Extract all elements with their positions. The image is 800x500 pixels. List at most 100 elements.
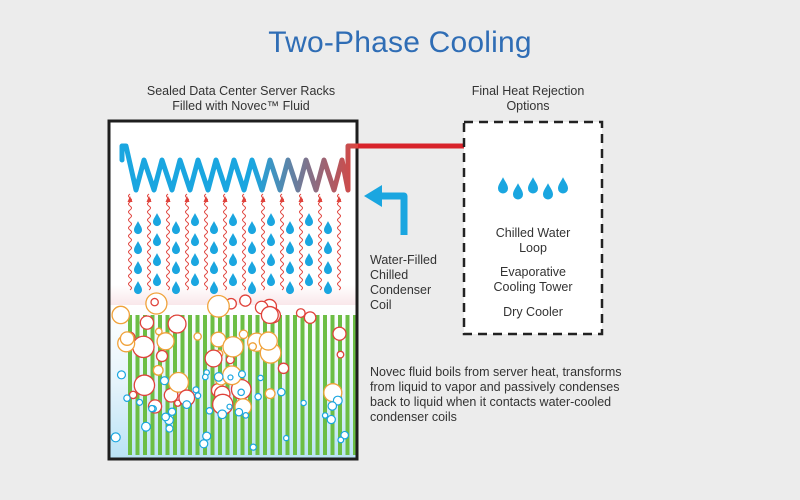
vapor-bubble — [111, 305, 131, 325]
rejection-caption-line1: Final Heat Rejection — [471, 84, 585, 98]
server-board-stripe — [203, 315, 207, 455]
tank-caption: Sealed Data Center Server Racks Filled w… — [110, 84, 372, 114]
liquid-bubble — [159, 376, 170, 386]
liquid-bubble — [201, 373, 209, 381]
vapor-bubble — [119, 331, 135, 346]
vapor-bubble — [150, 297, 159, 307]
server-board-stripe — [278, 315, 282, 455]
liquid-bubble — [110, 432, 121, 443]
diagram-title: Two-Phase Cooling — [268, 26, 532, 59]
vapor-bubble — [154, 327, 163, 336]
vapor-bubble — [238, 329, 249, 340]
liquid-bubble — [148, 404, 156, 413]
vapor-bubble — [295, 308, 306, 318]
server-board-stripe — [285, 315, 290, 455]
chilled-water-arrow — [364, 185, 408, 235]
vapor-bubbles — [110, 292, 350, 451]
heat-wave-tip — [298, 196, 304, 202]
heat-wave-tip — [317, 196, 323, 202]
coil-label: Water-Filled Chilled Condenser Coil — [370, 253, 460, 313]
vapor-bubble — [332, 326, 347, 341]
vapor-bubble — [193, 332, 202, 341]
vapor-bubble — [168, 371, 190, 393]
heat-wave-tip — [146, 196, 152, 202]
liquid-bubble — [182, 400, 192, 410]
heat-wave — [128, 193, 132, 291]
liquid-bubble — [213, 372, 224, 382]
heat-wave — [261, 193, 265, 291]
liquid-bubble — [254, 392, 262, 401]
heat-wave-tip — [184, 196, 190, 202]
process-description: Novec fluid boils from server heat, tran… — [370, 365, 670, 425]
condenser-coil — [119, 143, 363, 193]
coil-label-line4: Coil — [370, 298, 392, 312]
vapor-bubble — [132, 335, 155, 359]
liquid-bubble — [237, 370, 247, 379]
heat-wave-tip — [260, 196, 266, 202]
heat-wave — [166, 193, 170, 291]
vapor-bubble — [204, 349, 223, 368]
liquid-bubble — [192, 386, 200, 394]
liquid-bubble — [116, 370, 127, 380]
vapor-bubble — [258, 331, 278, 351]
server-board-stripe — [338, 315, 342, 455]
option-chilled-water-line2: Loop — [519, 241, 547, 255]
option-evaporative-line1: Evaporative — [499, 265, 566, 279]
vapor-bubble — [222, 336, 244, 358]
liquid-bubble — [161, 412, 171, 422]
vapor-bubble — [303, 311, 317, 325]
heat-wave — [185, 193, 189, 291]
coil-label-line2: Chilled — [370, 268, 409, 282]
vapor-bubble — [264, 388, 276, 400]
heat-wave-tip — [165, 196, 171, 202]
liquid-bubble — [123, 394, 131, 402]
server-board-stripe — [195, 315, 200, 455]
vapor-bubble — [239, 294, 252, 307]
server-board-stripe — [210, 315, 215, 455]
liquid-bubble — [249, 443, 257, 451]
liquid-bubble — [136, 398, 144, 406]
liquid-bubble — [167, 407, 177, 416]
vapor-bubble — [152, 364, 164, 376]
liquid-bubble — [321, 412, 329, 419]
server-board-stripe — [315, 315, 320, 455]
vapor-bubble — [248, 342, 258, 351]
heat-wave — [299, 193, 303, 291]
option-evaporative-line2: Cooling Tower — [493, 280, 573, 294]
liquid-bubble — [283, 434, 290, 442]
liquid-bubble — [277, 387, 286, 397]
liquid-bubble — [205, 407, 214, 415]
vapor-bubble — [336, 350, 345, 359]
server-board-stripe — [158, 315, 162, 455]
liquid-bubble — [237, 388, 245, 397]
heat-wave-tip — [127, 196, 133, 202]
liquid-bubble — [337, 436, 345, 444]
server-board-stripe — [308, 315, 312, 455]
coil-label-line1: Water-Filled — [370, 253, 437, 267]
vapor-bubble — [139, 315, 155, 330]
liquid-bubble — [199, 439, 209, 449]
heat-wave-tip — [222, 196, 228, 202]
vapor-bubble — [167, 314, 187, 334]
vapor-bubble — [156, 332, 175, 351]
heat-waves — [127, 193, 342, 291]
option-dry-cooler: Dry Cooler — [464, 305, 602, 320]
tank-caption-line2: Filled with Novec™ Fluid — [172, 99, 310, 113]
heat-wave-tip — [203, 196, 209, 202]
heat-wave — [204, 193, 208, 291]
liquid-bubble — [326, 414, 336, 425]
liquid-bubble — [202, 431, 212, 441]
option-chilled-water: Chilled Water Loop — [464, 226, 602, 256]
heat-wave-tip — [336, 196, 342, 202]
liquid-bubble — [165, 424, 174, 433]
heat-wave — [242, 193, 246, 291]
option-chilled-water-line1: Chilled Water — [495, 226, 571, 240]
vapor-bubble — [260, 305, 279, 325]
option-evaporative-tower: Evaporative Cooling Tower — [464, 265, 602, 295]
rejection-caption: Final Heat Rejection Options — [448, 84, 608, 114]
tank-wall — [107, 119, 359, 461]
vapor-bubble — [207, 294, 230, 318]
server-board-stripe — [353, 315, 357, 455]
server-board-stripe — [293, 315, 297, 455]
